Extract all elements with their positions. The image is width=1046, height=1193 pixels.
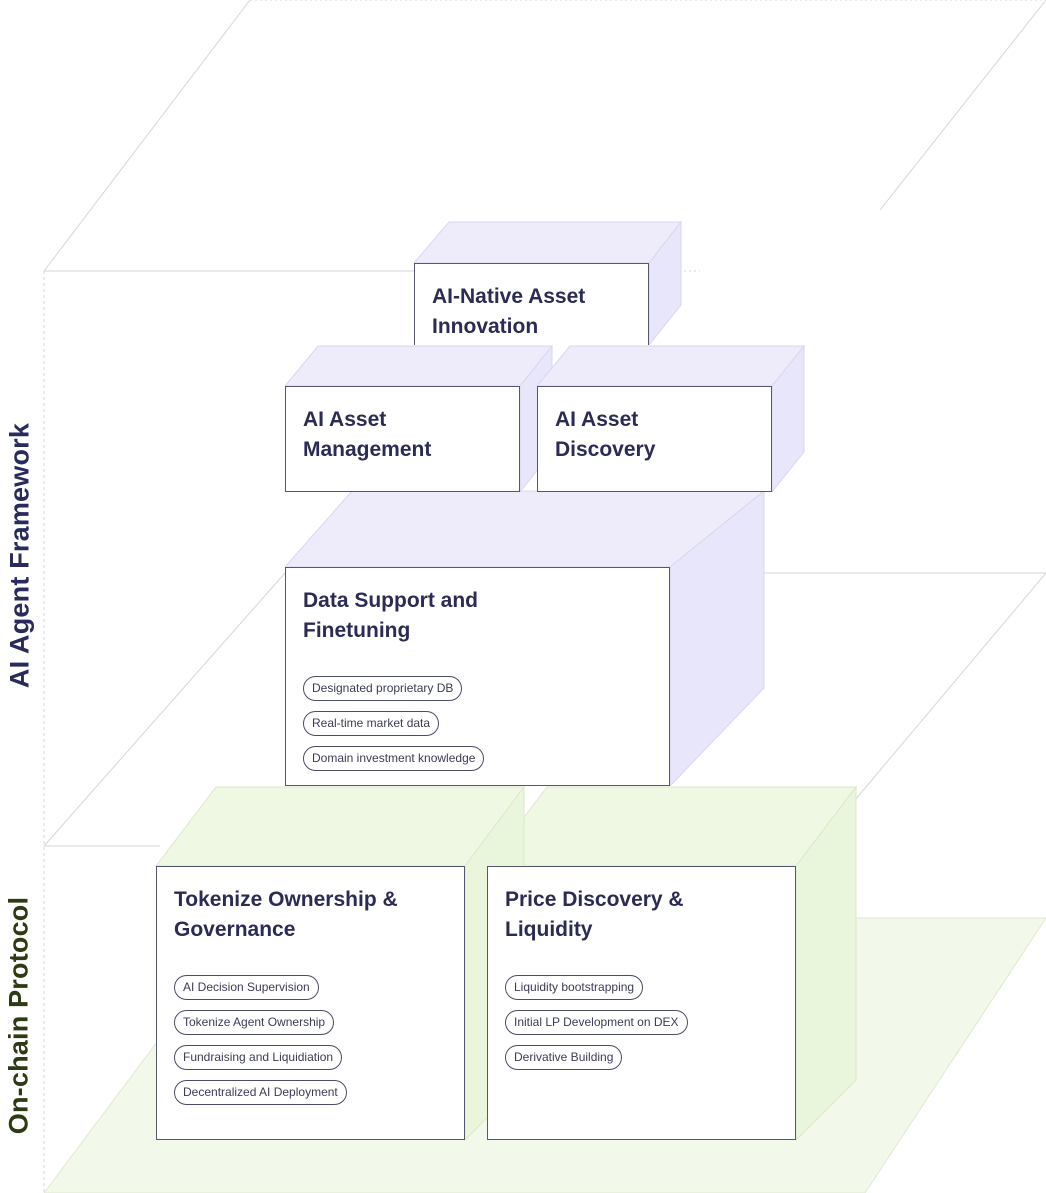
card-title: AI Asset Discovery: [555, 408, 656, 461]
tag-pill: Fundraising and Liquidiation: [174, 1045, 343, 1070]
tag-pill: AI Decision Supervision: [174, 975, 319, 1000]
tag-list: AI Decision Supervision Tokenize Agent O…: [174, 975, 448, 1105]
tag-pill: Decentralized AI Deployment: [174, 1080, 347, 1105]
tag-pill: Real-time market data: [303, 711, 440, 736]
card-title: AI Asset Management: [303, 408, 432, 461]
ai-agent-framework-label: AI Agent Framework: [4, 422, 35, 689]
top-block: [412, 220, 683, 347]
tag-pill: Initial LP Development on DEX: [505, 1010, 688, 1035]
ai-asset-discovery-card: AI Asset Discovery: [537, 386, 772, 492]
card-title: Data Support and Finetuning: [303, 589, 479, 642]
tag-pill: Domain investment knowledge: [303, 746, 485, 771]
data-support-card: Data Support and Finetuning Designated p…: [285, 567, 670, 786]
card-title: Tokenize Ownership & Governance: [174, 888, 398, 941]
tag-pill: Designated proprietary DB: [303, 676, 463, 701]
price-discovery-card: Price Discovery & Liquidity Liquidity bo…: [487, 866, 796, 1140]
tag-list: Designated proprietary DB Real-time mark…: [303, 676, 653, 771]
tag-pill: Derivative Building: [505, 1045, 623, 1070]
tokenize-ownership-card: Tokenize Ownership & Governance AI Decis…: [156, 866, 465, 1140]
ai-asset-management-card: AI Asset Management: [285, 386, 520, 492]
tag-pill: Tokenize Agent Ownership: [174, 1010, 335, 1035]
card-title: AI-Native Asset Innovation: [432, 285, 586, 338]
tag-pill: Liquidity bootstrapping: [505, 975, 644, 1000]
tag-list: Liquidity bootstrapping Initial LP Devel…: [505, 975, 779, 1070]
ai-native-asset-innovation-card: AI-Native Asset Innovation: [414, 263, 649, 345]
card-title: Price Discovery & Liquidity: [505, 888, 684, 941]
on-chain-protocol-label: On-chain Protocol: [3, 896, 34, 1135]
